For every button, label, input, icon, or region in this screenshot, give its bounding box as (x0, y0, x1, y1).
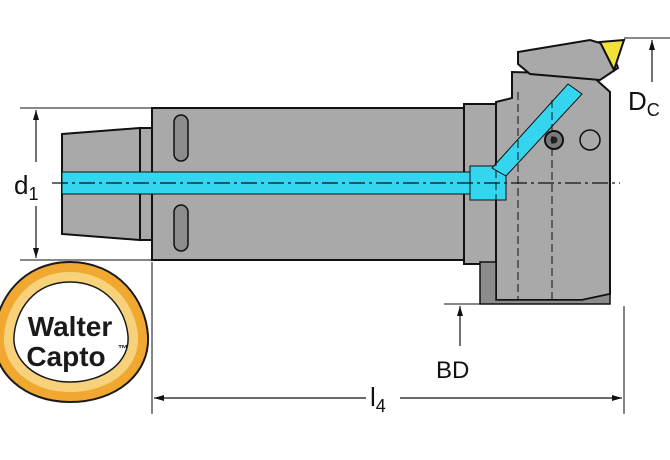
dimension-bd (444, 303, 482, 346)
key-slot-upper (173, 114, 189, 162)
dimension-d1 (20, 107, 152, 261)
logo-trademark: ™ (118, 344, 128, 355)
walter-capto-logo: Walter Capto ™ (0, 260, 150, 404)
coolant-channel-angled (491, 83, 583, 177)
center-lines (52, 92, 620, 300)
head-base (479, 261, 611, 305)
l4-label: l4 (370, 382, 386, 416)
bd-label: BD (436, 357, 469, 384)
coolant-channel (61, 83, 583, 201)
insert-seat (517, 38, 620, 82)
triangular-insert-icon (598, 38, 626, 73)
dimension-dc (624, 37, 670, 82)
logo-center (13, 281, 129, 383)
dc-label: DC (628, 86, 660, 120)
logo-line-1: Walter (28, 311, 113, 342)
logo-line-2: Capto (26, 341, 105, 372)
d1-label: d1 (14, 170, 38, 204)
coolant-port-circle (579, 129, 601, 151)
dimension-l4 (151, 262, 625, 414)
key-slot-lower (173, 204, 189, 252)
